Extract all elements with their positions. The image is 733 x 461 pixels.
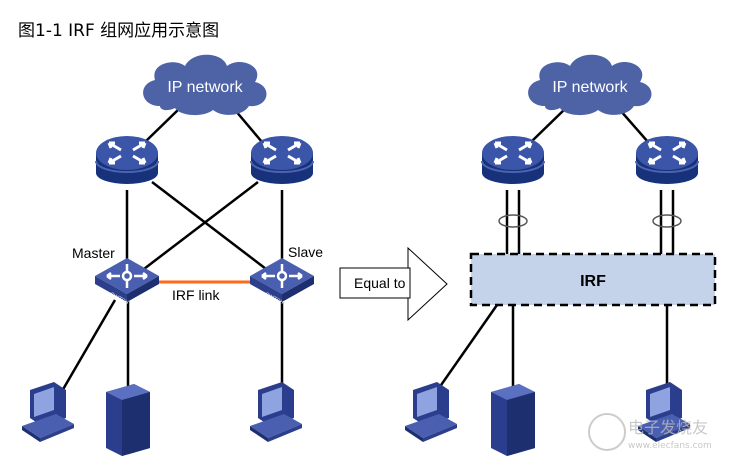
link xyxy=(151,181,271,273)
link xyxy=(56,299,117,399)
link xyxy=(144,107,181,143)
link xyxy=(619,109,649,143)
link-aggregation-icon xyxy=(652,214,682,228)
right-topology xyxy=(430,107,675,399)
link xyxy=(139,181,259,273)
pc-icon xyxy=(22,382,74,442)
equal-to-box xyxy=(339,267,411,299)
irf-link-label: IRF link xyxy=(172,287,220,303)
figure-title: 图1-1 IRF 组网应用示意图 xyxy=(18,21,220,41)
link xyxy=(430,304,499,399)
link xyxy=(234,109,263,143)
router-icon xyxy=(94,134,160,186)
router-icon xyxy=(480,134,546,186)
server-icon xyxy=(106,384,150,456)
slave-label: Slave xyxy=(288,244,323,260)
link-aggregation-icon xyxy=(498,214,528,228)
irf-label: IRF xyxy=(580,273,606,290)
cloud-label: IP network xyxy=(552,79,628,96)
irf-virtual-device xyxy=(469,252,717,307)
router-icon xyxy=(634,134,700,186)
svg-text:www.elecfans.com: www.elecfans.com xyxy=(628,441,712,451)
server-icon xyxy=(491,384,535,456)
master-label: Master xyxy=(72,245,115,261)
pc-icon xyxy=(250,382,302,442)
watermark-logo: 电子发烧友 www.elecfans.com xyxy=(588,413,712,451)
cloud-label: IP network xyxy=(167,79,243,96)
link xyxy=(530,107,567,143)
arrow-icon xyxy=(407,246,448,322)
equal-to-label: Equal to xyxy=(354,275,406,291)
svg-text:电子发烧友: 电子发烧友 xyxy=(628,418,708,437)
router-icon xyxy=(249,134,315,186)
left-topology xyxy=(56,107,284,399)
pc-icon xyxy=(405,382,457,442)
